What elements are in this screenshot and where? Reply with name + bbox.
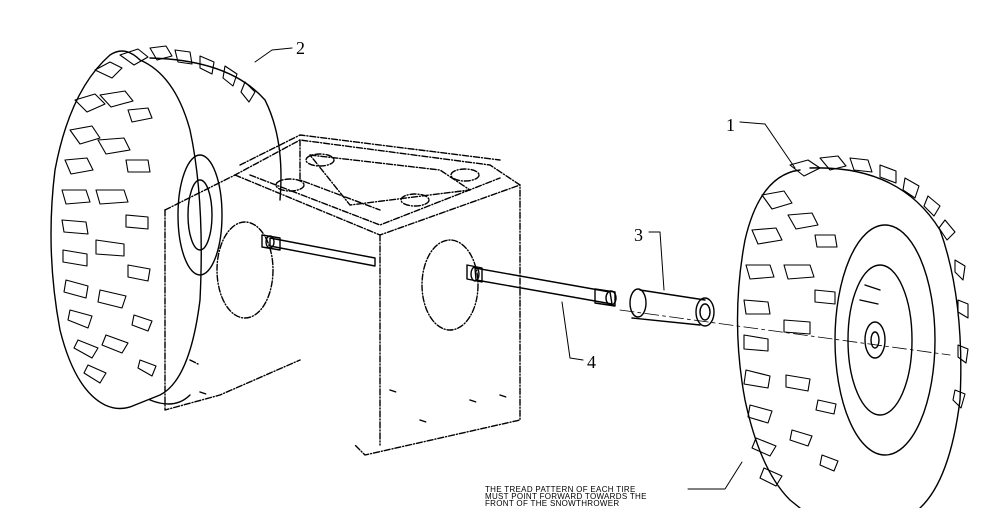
spacer-tube	[629, 288, 715, 327]
leader-2	[254, 47, 293, 63]
leader-4	[561, 301, 584, 361]
leader-1	[739, 121, 796, 169]
note-line-2: MUST POINT FORWARD TOWARDS THE	[485, 492, 647, 501]
callout-3: 3	[634, 225, 643, 245]
callout-2: 2	[296, 38, 305, 58]
leader-note	[687, 461, 743, 490]
callout-4: 4	[587, 352, 596, 372]
axle-bracket-frame	[164, 134, 521, 456]
axle-shaft	[466, 264, 617, 307]
leader-3	[648, 231, 665, 291]
axis-centerline	[619, 309, 951, 356]
note-line-3: FRONT OF THE SNOWTHROWER	[485, 499, 620, 508]
callout-1: 1	[726, 115, 735, 135]
left-axle-shaft	[261, 234, 376, 267]
note-line-1: THE TREAD PATTERN OF EACH TIRE	[485, 485, 636, 494]
tread-direction-note: THE TREAD PATTERN OF EACH TIRE MUST POIN…	[485, 485, 705, 508]
right-tire	[736, 155, 969, 509]
callout-leaders	[254, 47, 796, 490]
left-tire	[50, 45, 282, 410]
